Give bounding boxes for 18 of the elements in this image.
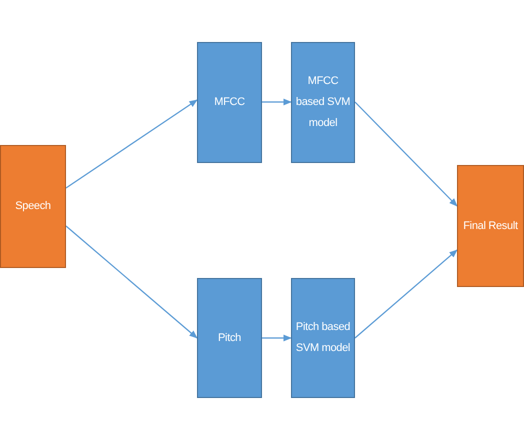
- box-label: MFCC based SVM model: [294, 74, 352, 131]
- arrow: [66, 226, 198, 339]
- arrow: [66, 100, 198, 188]
- process-box: [197, 42, 262, 163]
- arrow: [262, 98, 292, 106]
- box-label: MFCC: [214, 95, 245, 110]
- result-box: [457, 165, 524, 287]
- input-box: [0, 145, 66, 268]
- process-box: [291, 278, 355, 398]
- arrow: [354, 249, 458, 338]
- box-label: Pitch: [218, 330, 241, 346]
- box-label: Speech: [15, 199, 51, 214]
- process-box: [197, 278, 262, 398]
- box-label: Final Result: [463, 218, 518, 234]
- arrow: [354, 102, 458, 207]
- process-box: [291, 42, 355, 163]
- box-label: Pitch based SVM model: [294, 320, 352, 356]
- arrow: [262, 334, 292, 342]
